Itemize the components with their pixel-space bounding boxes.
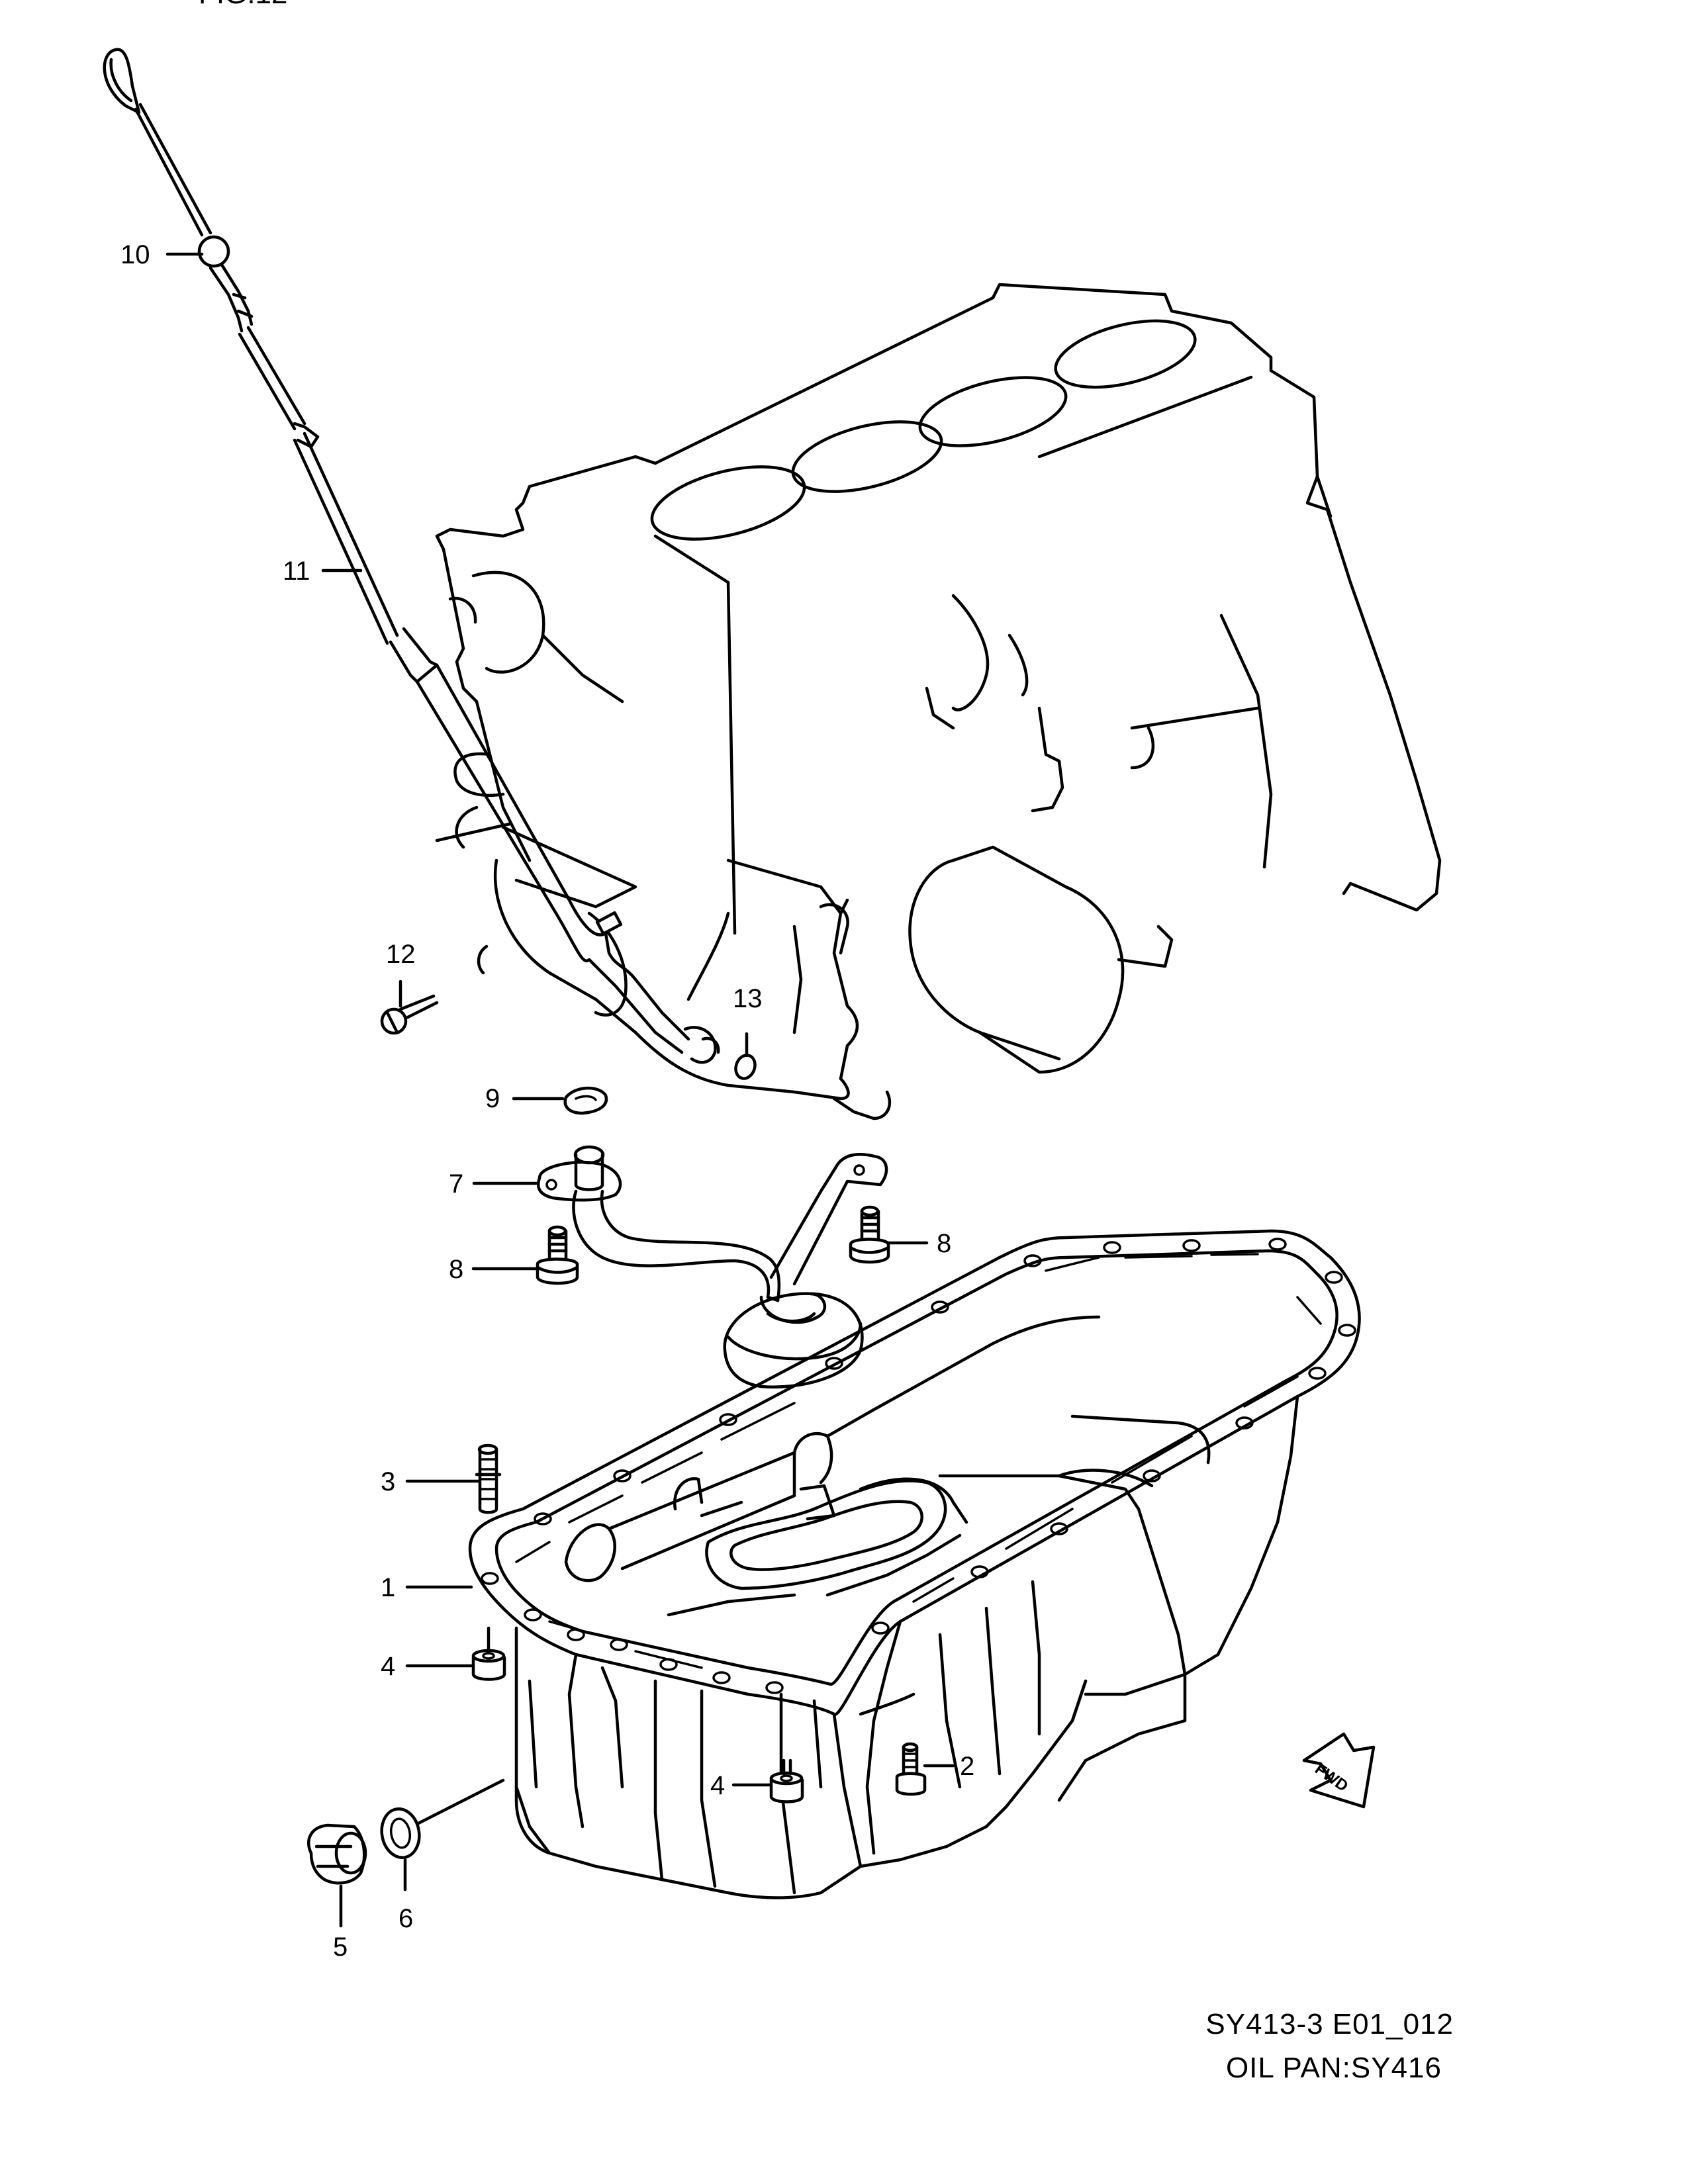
callout-11: 11 [283,557,310,586]
callout-5: 5 [333,1933,348,1962]
oil-pan [468,1229,1361,1899]
stud-12 [380,994,439,1035]
figure-header: FIG.12 [199,0,288,11]
callout-8-right: 8 [937,1229,951,1258]
callout-4-left: 4 [381,1652,395,1681]
bolt-8-left [536,1225,579,1285]
gasket-9 [563,1086,608,1115]
leader-lines [165,252,955,1928]
flange-bolt-holes [481,1238,1356,1694]
engine-block [435,283,1442,1120]
oil-level-gauge-guide [238,326,720,1064]
callout-4-right: 4 [710,1771,725,1800]
oil-strainer [536,1145,888,1388]
drain-plug [306,1823,367,1885]
stud-2 [895,1742,927,1796]
callout-9: 9 [485,1084,500,1113]
diagram-title: OIL PAN:SY416 [1225,2052,1442,2084]
stud-3 [475,1443,502,1514]
bolt-8-right [849,1205,890,1264]
o-ring-13 [734,1054,757,1080]
callout-2: 2 [960,1752,974,1781]
drain-plug-gasket [380,1807,421,1860]
callout-12: 12 [386,940,416,969]
diagram-code: SY413-3 E01_012 [1205,2008,1454,2040]
callout-1: 1 [381,1573,395,1602]
callout-3: 3 [381,1467,395,1496]
callout-6: 6 [399,1904,413,1933]
forward-direction-arrow: FWD [1302,1732,1376,1809]
nut-4-right [769,1758,804,1803]
oil-level-gauge [103,48,254,333]
callout-10: 10 [120,240,150,269]
callout-8-left: 8 [449,1255,463,1284]
callout-7: 7 [449,1169,463,1199]
callout-numbers: 10 11 12 13 9 7 8 8 3 1 4 4 2 5 6 [120,240,974,1962]
callout-13: 13 [733,984,763,1013]
nut-4-left [471,1649,506,1681]
